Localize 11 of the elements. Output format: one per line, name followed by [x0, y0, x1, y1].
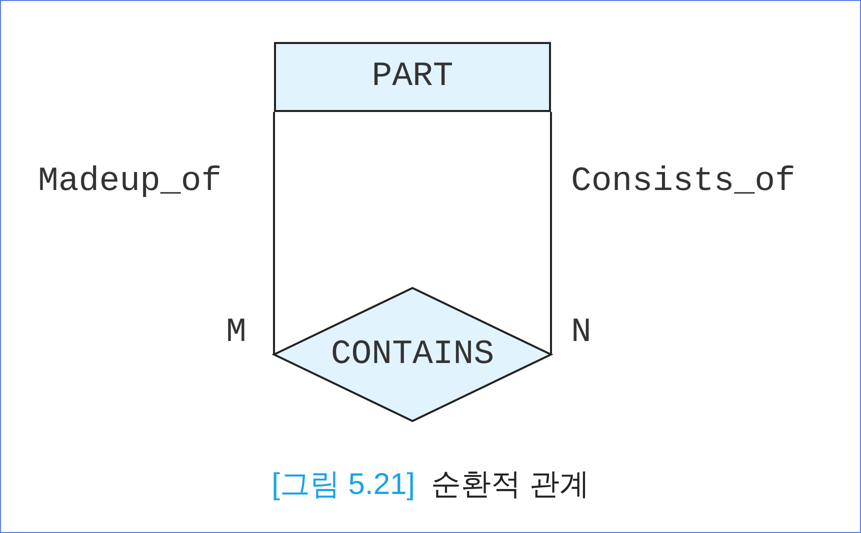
figure-number: [그림 5.21]	[272, 470, 416, 500]
entity-box	[274, 42, 551, 112]
relationship-name: CONTAINS	[330, 338, 494, 372]
edge-label: Madeup_of	[38, 165, 222, 199]
cardinality-label: N	[571, 316, 592, 350]
figure-caption: 순환적 관계	[431, 470, 590, 500]
edge-label: Consists_of	[571, 165, 796, 199]
entity-name: PART	[372, 60, 454, 94]
relationship-line	[550, 112, 552, 354]
cardinality-label: M	[226, 316, 246, 350]
relationship-line	[273, 112, 275, 354]
